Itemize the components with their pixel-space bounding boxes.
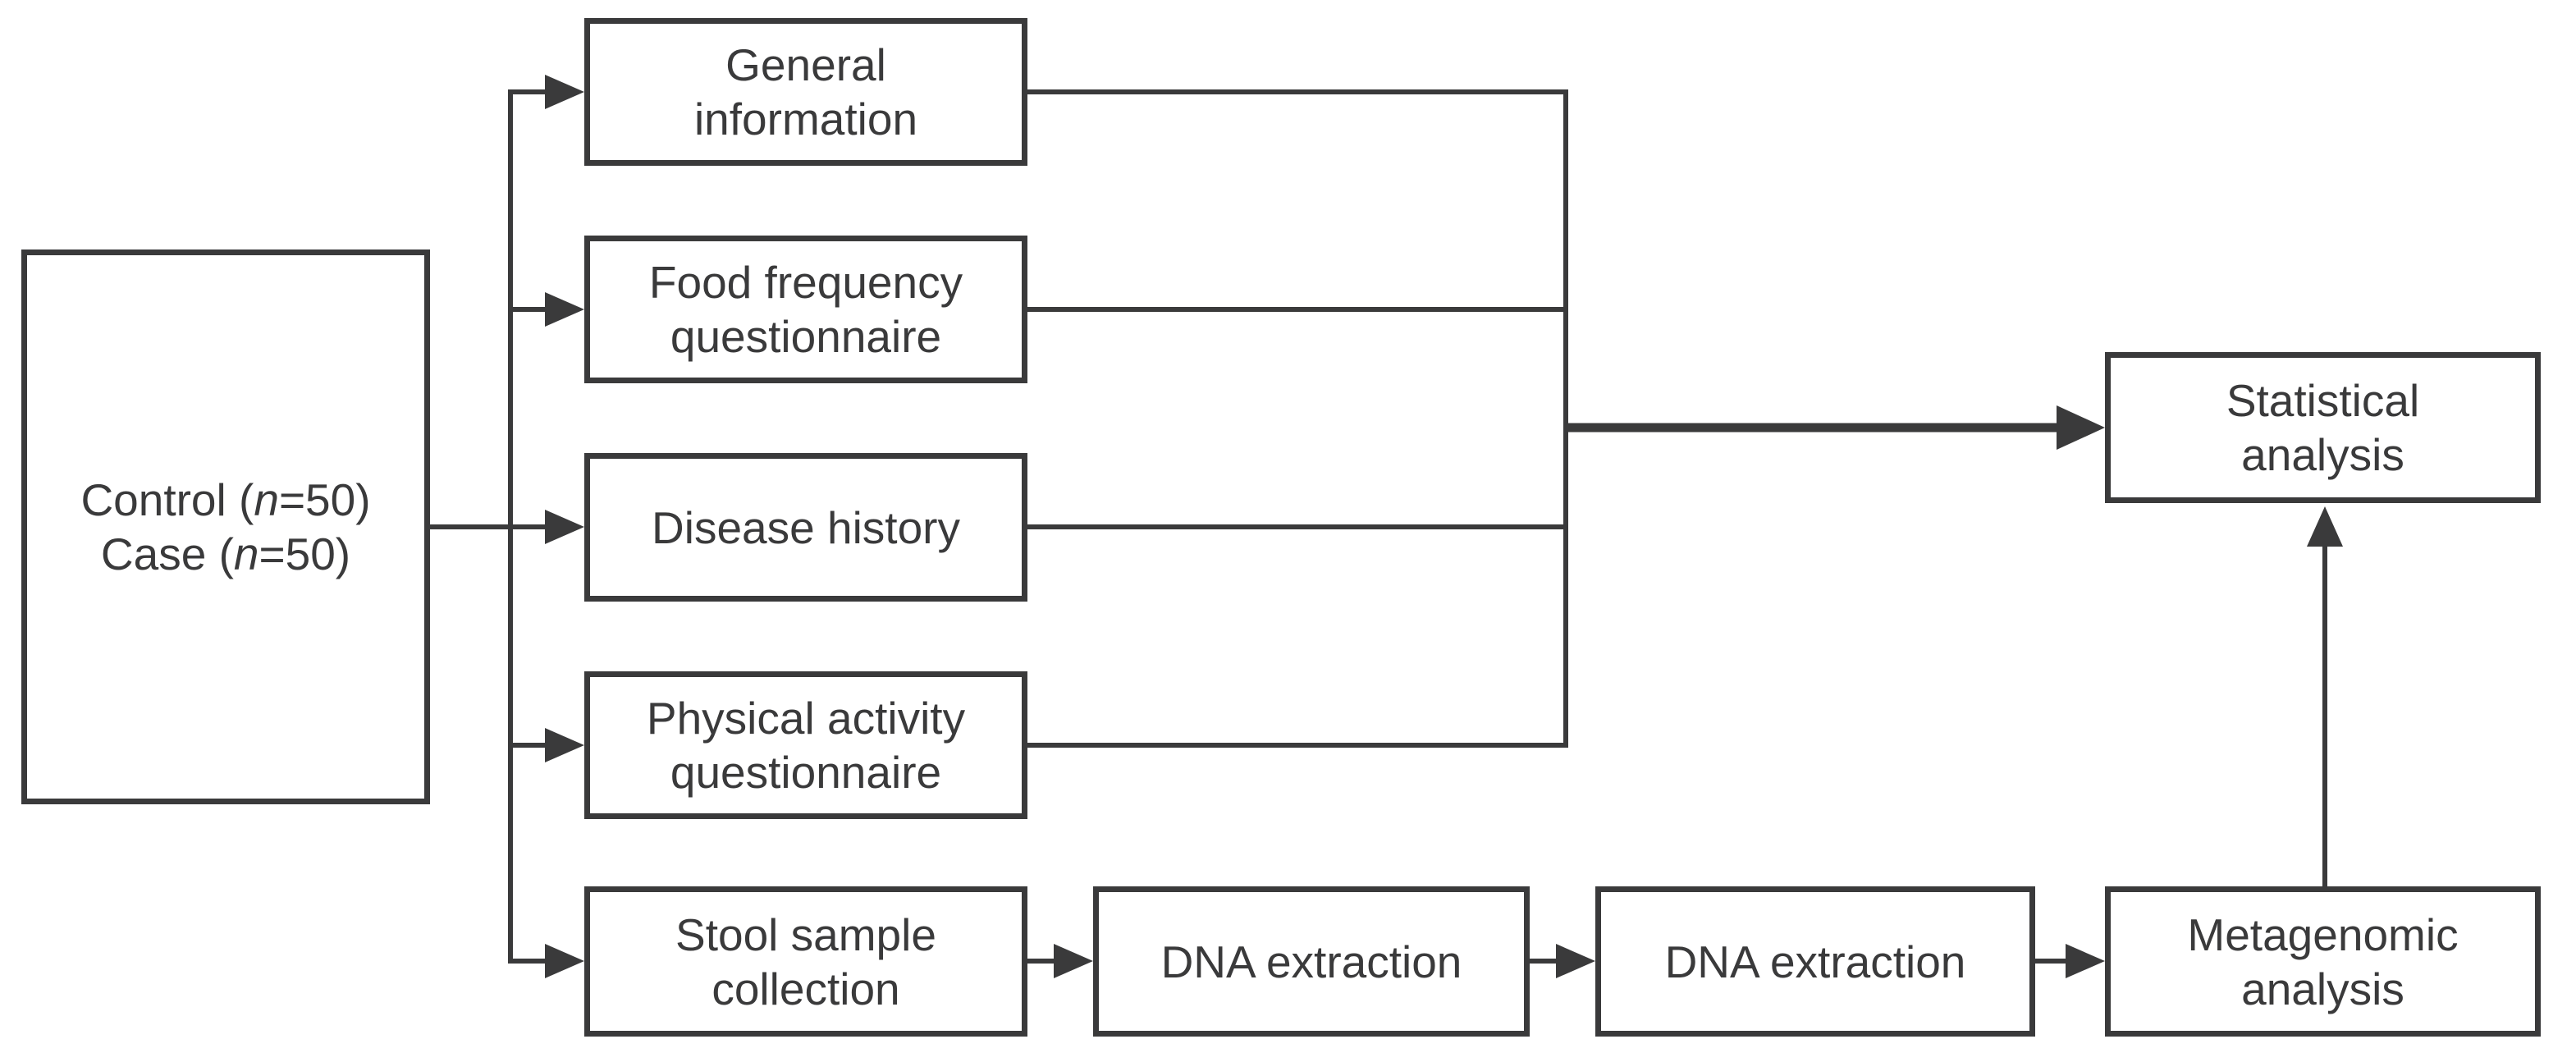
arrowhead-meta (2066, 944, 2105, 978)
general-information-label: General information (693, 39, 918, 144)
arrowhead-dna1 (1054, 944, 1093, 978)
node-disease-history: Disease history (584, 453, 1027, 602)
node-general-information: General information (584, 18, 1027, 166)
italic-n: n (233, 529, 259, 579)
node-physical-activity-questionnaire: Physical activity questionnaire (584, 671, 1027, 819)
node-food-frequency-questionnaire: Food frequency questionnaire (584, 236, 1027, 383)
case-line: Case (n=50) (100, 529, 351, 579)
arrowhead-statistical-bottom (2307, 506, 2343, 547)
control-line: Control (n=50) (80, 474, 371, 525)
node-dna-extraction-2: DNA extraction (1595, 886, 2035, 1037)
disease-history-label: Disease history (652, 501, 960, 553)
arrowhead-dna2 (1556, 944, 1595, 978)
dna-extraction-1-label: DNA extraction (1160, 936, 1462, 987)
arrowhead-stool (545, 944, 584, 978)
food-frequency-label: Food frequency questionnaire (648, 257, 963, 362)
metagenomic-analysis-label: Metagenomic analysis (2187, 909, 2459, 1014)
dna-extraction-2-label: DNA extraction (1664, 936, 1966, 987)
node-dna-extraction-1: DNA extraction (1093, 886, 1530, 1037)
italic-n: n (254, 474, 279, 525)
statistical-analysis-label: Statistical analysis (2226, 375, 2420, 480)
arrowhead-general (545, 75, 584, 109)
control-case-label: Control (n=50) Case (n=50) (80, 473, 370, 581)
stool-sample-label: Stool sample collection (675, 909, 936, 1014)
node-stool-sample-collection: Stool sample collection (584, 886, 1027, 1037)
node-metagenomic-analysis: Metagenomic analysis (2105, 886, 2541, 1037)
arrowhead-physical (545, 728, 584, 762)
arrowhead-food (545, 292, 584, 327)
node-statistical-analysis: Statistical analysis (2105, 352, 2541, 503)
node-control-case: Control (n=50) Case (n=50) (21, 249, 430, 804)
physical-activity-label: Physical activity questionnaire (646, 693, 966, 798)
arrowhead-disease (545, 510, 584, 544)
arrowhead-statistical-left (2057, 405, 2105, 450)
